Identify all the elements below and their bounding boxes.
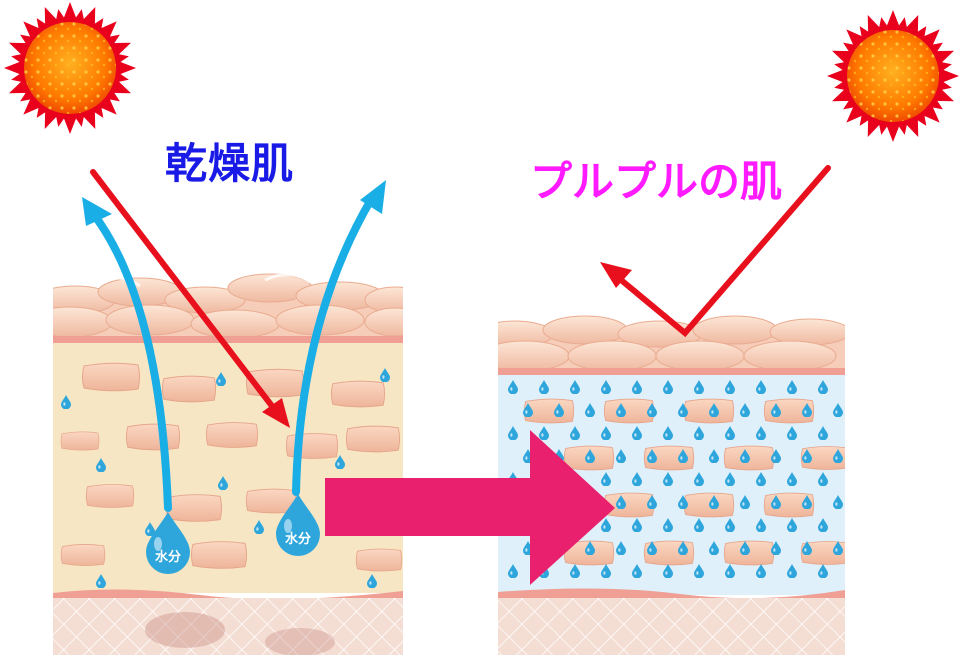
moisture-drop-right <box>276 494 320 556</box>
moisture-loss-arrow-icon <box>88 194 376 512</box>
transition-arrow-icon <box>325 430 615 585</box>
sun-icon-right <box>827 10 959 142</box>
dry-skin-cross-section <box>53 273 403 655</box>
dry-skin-label: 乾燥肌 <box>165 139 295 188</box>
moisture-drop-left <box>146 512 190 574</box>
arrow-icon <box>360 180 386 214</box>
uv-reflection-arrow-icon <box>600 165 831 338</box>
moisture-label-right: 水分 <box>285 531 311 547</box>
plump-skin-label: プルプルの肌 <box>530 157 783 206</box>
arrow-icon <box>82 197 112 226</box>
sun-icon-left <box>4 2 136 134</box>
moisture-label-left: 水分 <box>155 549 181 565</box>
uv-penetration-arrow-icon <box>90 169 290 428</box>
